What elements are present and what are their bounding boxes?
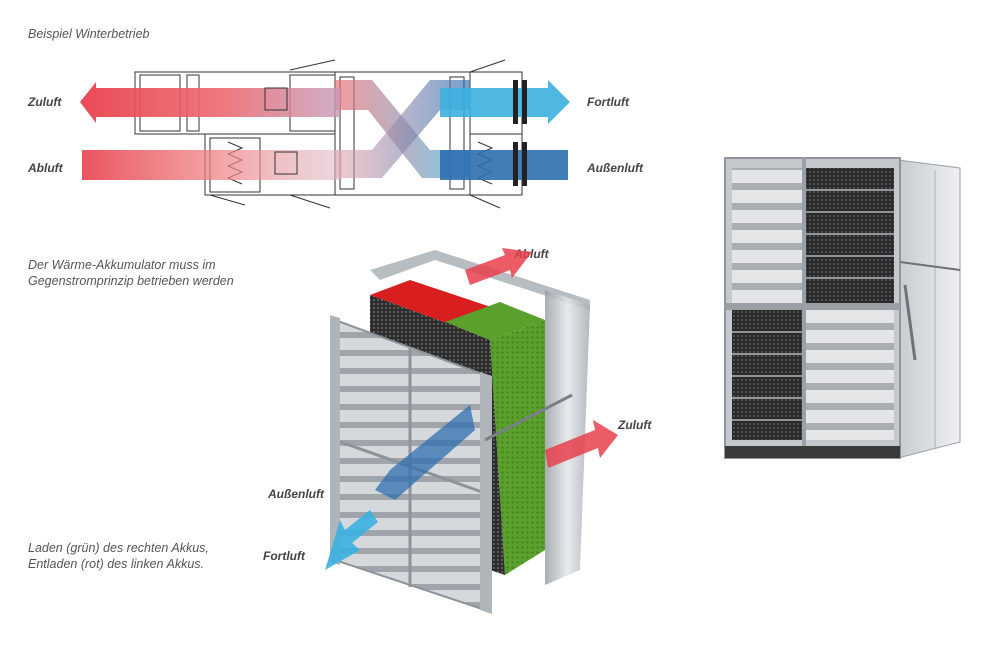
winter-operation-schematic <box>80 59 570 209</box>
label-zuluft-top: Zuluft <box>28 95 62 109</box>
aussenluft-arrow <box>440 150 568 180</box>
zuluft-arrow <box>80 82 340 123</box>
caption-winter-operation: Beispiel Winterbetrieb <box>28 27 150 41</box>
damper-icon <box>513 80 527 186</box>
caption-charging-line1: Laden (grün) des rechten Akkus, <box>28 541 209 555</box>
label-fortluft-3d: Fortluft <box>263 549 305 563</box>
heat-accumulator-3d <box>325 248 618 614</box>
abluft-arrow <box>82 150 342 180</box>
zuluft-flow-arrow <box>545 420 618 468</box>
green-accumulator-top <box>445 302 545 340</box>
accumulator-unit-photo <box>724 157 961 459</box>
fortluft-flow-arrow <box>325 510 378 570</box>
caption-counterflow-line2: Gegenstromprinzip betrieben werden <box>28 274 234 288</box>
label-aussenluft-top: Außenluft <box>587 161 643 175</box>
caption-counterflow-line1: Der Wärme-Akkumulator muss im <box>28 258 216 272</box>
caption-charging-line2: Entladen (rot) des linken Akkus. <box>28 557 205 571</box>
fortluft-arrow <box>440 80 570 124</box>
label-aussenluft-3d: Außenluft <box>268 487 324 501</box>
label-fortluft-top: Fortluft <box>587 95 629 109</box>
label-abluft-top: Abluft <box>28 161 63 175</box>
green-accumulator-front <box>490 320 545 575</box>
fan-icon <box>264 87 298 175</box>
abluft-flow-arrow <box>465 248 532 285</box>
aussenluft-flow-arrow <box>375 405 475 500</box>
label-zuluft-3d: Zuluft <box>618 418 652 432</box>
